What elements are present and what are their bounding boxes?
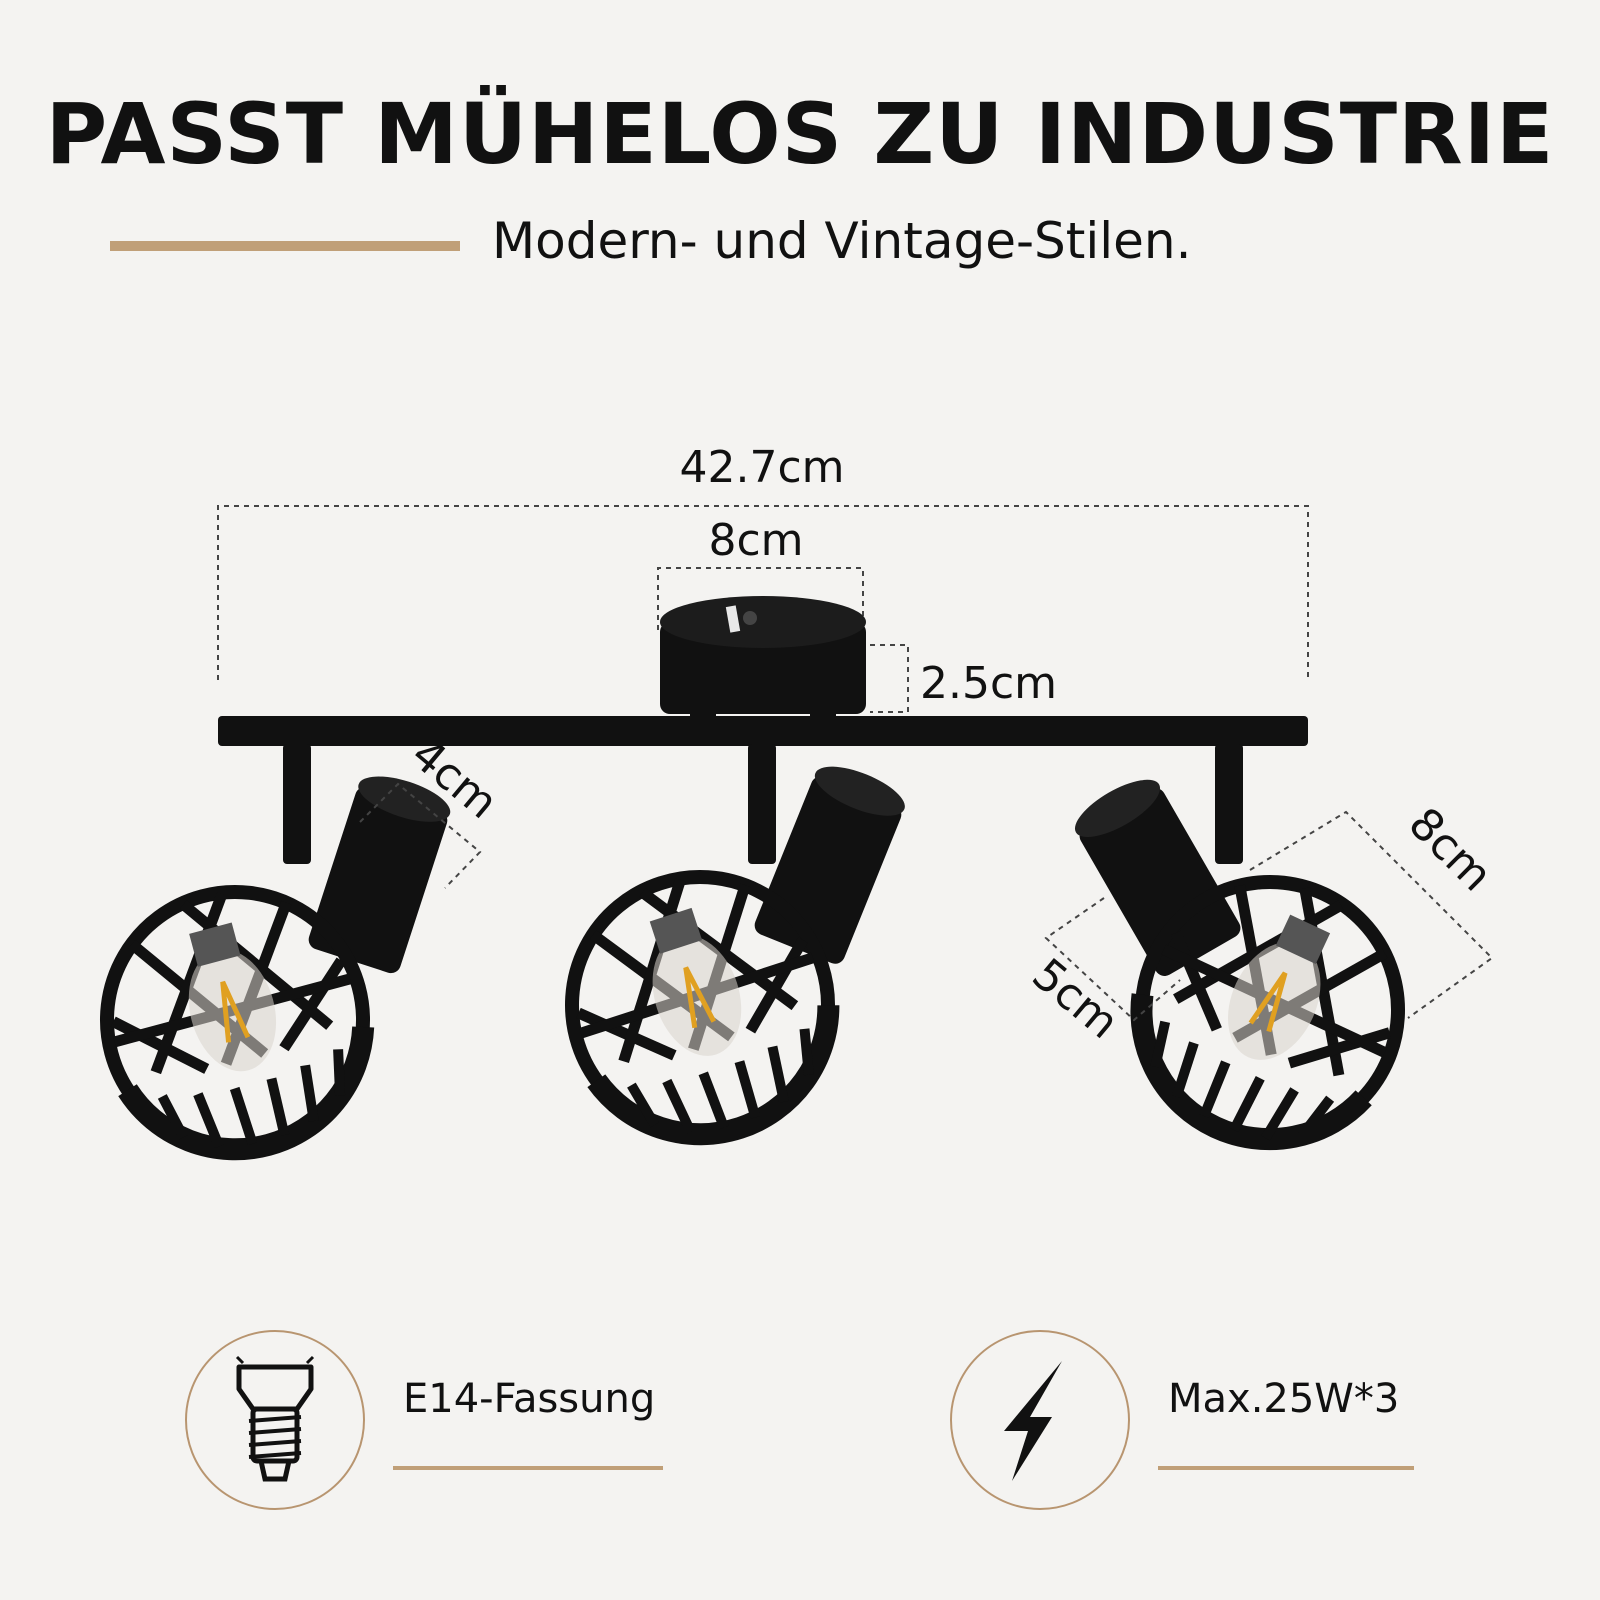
feature-label: Max.25W*3 <box>1168 1376 1400 1422</box>
dimension-shade-diameter: 8cm <box>1399 798 1502 901</box>
spot-arm-right <box>1215 744 1243 864</box>
accent-divider <box>110 241 460 251</box>
page-subtitle: Modern- und Vintage-Stilen. <box>492 212 1192 270</box>
ceiling-base <box>660 596 866 716</box>
bulb-socket-icon <box>235 1355 315 1482</box>
dimension-base-height: 2.5cm <box>920 658 1057 709</box>
feature-underline <box>393 1466 663 1470</box>
lightning-bolt-icon <box>1004 1361 1062 1481</box>
dimension-shade-depth: 5cm <box>1023 949 1129 1049</box>
feature-icon-circle <box>950 1330 1130 1510</box>
spot-arm-center <box>748 744 776 864</box>
mounting-rail <box>218 716 1308 746</box>
spotlight-right <box>1066 768 1440 1181</box>
page-title: PASST MÜHELOS ZU INDUSTRIE <box>45 85 1555 183</box>
dimension-base-width: 8cm <box>708 515 803 566</box>
feature-icon-circle <box>185 1330 365 1510</box>
feature-label: E14-Fassung <box>403 1376 656 1422</box>
dimension-total-width: 42.7cm <box>679 442 844 493</box>
spotlight-left <box>78 767 456 1178</box>
feature-underline <box>1158 1466 1414 1470</box>
spotlight-center <box>539 756 912 1168</box>
spot-arm-left <box>283 744 311 864</box>
